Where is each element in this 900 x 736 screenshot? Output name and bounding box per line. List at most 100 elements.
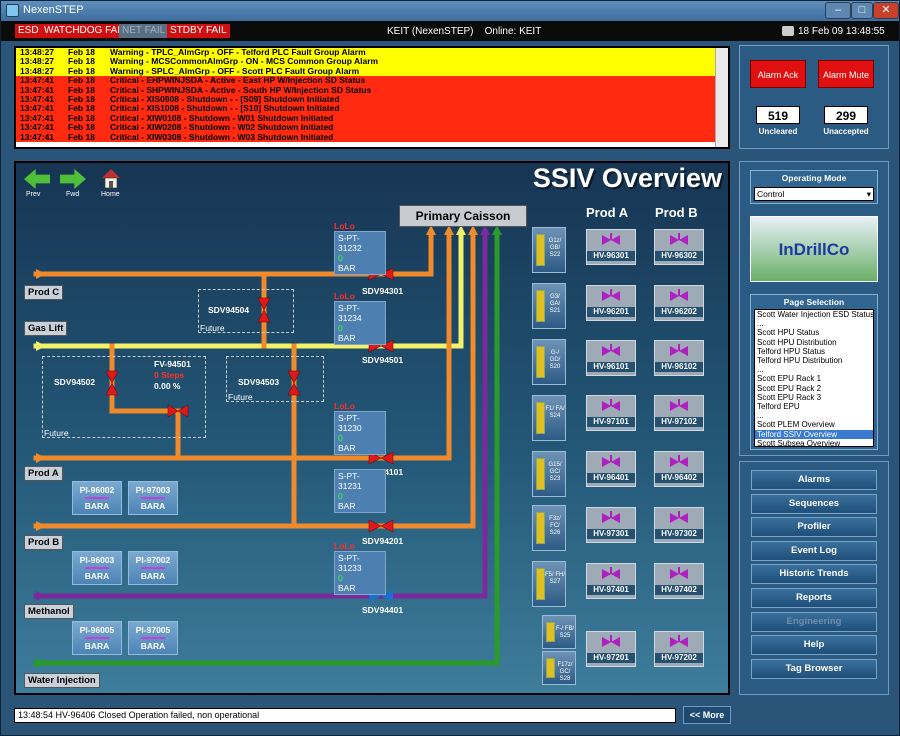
hv-valve-hv-96202[interactable]: HV-96202 [654,285,704,321]
valve-icon [602,233,620,247]
wellhead-icon[interactable]: F1/ FA/ S24 [532,395,566,441]
page-list-item[interactable]: ... [757,365,764,375]
valve-tag-sdv94503[interactable]: SDV94503 [238,377,280,387]
hv-valve-hv-97301[interactable]: HV-97301 [586,507,636,543]
hv-valve-hv-97401[interactable]: HV-97401 [586,563,636,599]
page-list-item[interactable]: Scott PLEM Overview [757,420,835,430]
wellhead-icon[interactable]: F-/ FB/ S25 [542,615,576,649]
home-label: Home [101,191,120,198]
wellhead-icon[interactable]: G15/ GC/ S23 [532,451,566,497]
menu-button-event-log[interactable]: Event Log [751,540,877,561]
hv-valve-hv-97202[interactable]: HV-97202 [654,631,704,667]
menu-button-help[interactable]: Help [751,635,877,656]
hv-valve-hv-96301[interactable]: HV-96301 [586,229,636,265]
valve-tag-sdv94301[interactable]: SDV94301 [362,286,404,296]
alarm-ack-button[interactable]: Alarm Ack [750,60,806,88]
hv-valve-hv-96401[interactable]: HV-96401 [586,451,636,487]
page-list-item[interactable]: ... [757,411,764,421]
page-list-item[interactable]: Scott EPU Rack 1 [757,374,822,384]
wellhead-icon[interactable]: F3z/ FC/ S26 [532,505,566,551]
page-list-item[interactable]: Telford HPU Distribution [757,356,843,366]
hv-valve-hv-97402[interactable]: HV-97402 [654,563,704,599]
page-list-item[interactable]: Scott HPU Status [757,328,820,338]
side-panel: Operating Mode Control▾ InDrillCo Page S… [739,161,889,456]
alarm-mute-button[interactable]: Alarm Mute [818,60,874,88]
valve-tag-sdv94504[interactable]: SDV94504 [208,305,250,315]
hv-valve-hv-97102[interactable]: HV-97102 [654,395,704,431]
menu-button-reports[interactable]: Reports [751,588,877,608]
menu-button-profiler[interactable]: Profiler [751,517,877,538]
page-list-item[interactable]: Scott HPU Distribution [757,337,837,347]
minimize-button[interactable]: – [825,2,851,19]
hv-valve-hv-97302[interactable]: HV-97302 [654,507,704,543]
more-button[interactable]: << More [683,706,731,724]
page-list-item[interactable]: Telford EPU [757,402,800,412]
hv-valve-hv-96402[interactable]: HV-96402 [654,451,704,487]
operating-mode-select[interactable]: Control▾ [754,187,874,201]
valve-icon [602,344,620,358]
hv-valve-hv-96302[interactable]: HV-96302 [654,229,704,265]
fwd-label: Fwd [66,191,80,198]
maximize-button[interactable]: □ [851,2,873,19]
wellhead-icon[interactable]: G1z/ GB/ S22 [532,227,566,273]
wellhead-icon[interactable]: G3/ GA/ S21 [532,283,566,329]
hv-valve-hv-96101[interactable]: HV-96101 [586,340,636,376]
wellhead-icon[interactable]: G-/ GD/ S20 [532,339,566,385]
page-list-item[interactable]: Scott EPU Rack 2 [757,383,822,393]
valve-tag-sdv94502[interactable]: SDV94502 [54,377,96,387]
menu-button-historic-trends[interactable]: Historic Trends [751,564,877,585]
alarm-scrollbar[interactable] [715,48,728,147]
wellhead-icon[interactable]: F5/ FH/ S27 [532,561,566,607]
page-list-item[interactable]: Scott Water Injection ESD Status [757,310,874,319]
home-icon[interactable] [100,167,122,189]
valve-tag-sdv94501[interactable]: SDV94501 [362,355,404,365]
hv-valve-hv-96102[interactable]: HV-96102 [654,340,704,376]
valve-tag-sdv94401[interactable]: SDV94401 [362,605,404,615]
menu-button-alarms[interactable]: Alarms [751,470,877,490]
page-list-item[interactable]: Telford HPU Status [757,346,826,356]
page-list-item[interactable]: Telford SSIV Overview [755,429,873,439]
operating-mode-title: Operating Mode [781,173,847,183]
hv-valve-hv-97101[interactable]: HV-97101 [586,395,636,431]
hv-valve-hv-96201[interactable]: HV-96201 [586,285,636,321]
page-list-item[interactable]: ... [757,319,764,329]
close-button[interactable]: ✕ [873,2,899,19]
page-selection-list[interactable]: Scott Water Injection ESD Status...Scott… [754,309,874,447]
page-list-item[interactable]: Scott EPU Rack 3 [757,392,822,402]
wellhead-icon[interactable]: F17z/ GC/ S28 [542,651,576,685]
primary-caisson-label: Primary Caisson [399,205,527,227]
title-bar: NexenSTEP – □ ✕ [1,1,899,21]
menu-button-engineering[interactable]: Engineering [751,611,877,632]
menu-button-tag-browser[interactable]: Tag Browser [751,658,877,679]
valve-icon [670,399,688,413]
valve-tag-sdv94201[interactable]: SDV94201 [362,536,404,546]
hv-valve-hv-97201[interactable]: HV-97201 [586,631,636,667]
page-list-item[interactable]: Scott Subsea Overview [757,438,841,447]
menu-button-sequences[interactable]: Sequences [751,493,877,514]
